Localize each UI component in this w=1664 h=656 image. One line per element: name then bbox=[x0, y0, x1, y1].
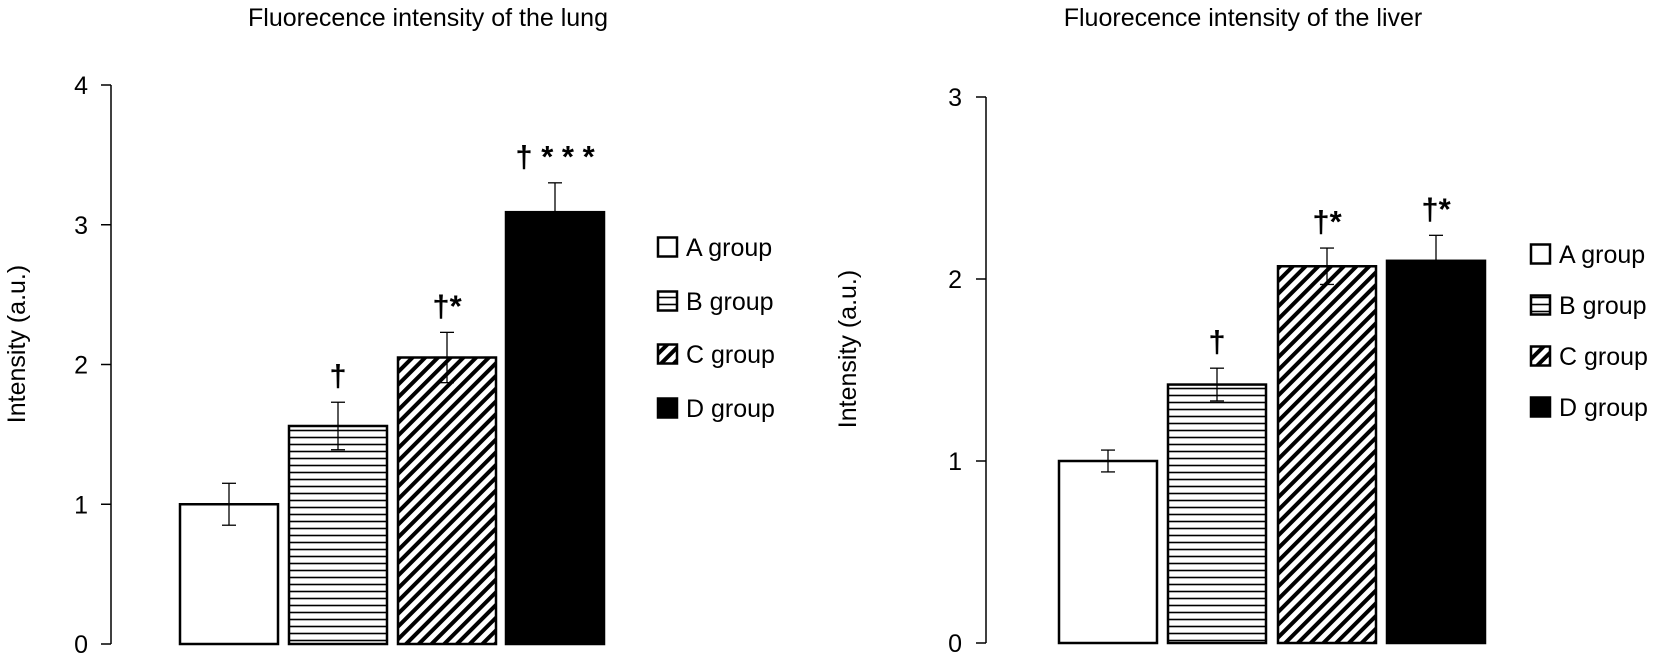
legend-label: C group bbox=[686, 341, 775, 369]
significance-marker: †* bbox=[1312, 204, 1342, 239]
legend-swatch bbox=[656, 343, 679, 365]
legend-swatch bbox=[1529, 294, 1552, 316]
chart-lung: Fluorecence intensity of the lung Intens… bbox=[3, 4, 775, 656]
legend-label: D group bbox=[686, 395, 775, 423]
bar-a-group bbox=[1057, 459, 1159, 645]
significance-marker: †* bbox=[1421, 191, 1451, 226]
chart-title-lung: Fluorecence intensity of the lung bbox=[248, 4, 608, 32]
legend-swatch bbox=[1529, 345, 1552, 367]
legend-liver: A group B group C group D group bbox=[1529, 241, 1648, 422]
y-tick-label: 2 bbox=[74, 352, 88, 380]
error-bar bbox=[1320, 247, 1334, 286]
bar-b-group bbox=[1166, 383, 1268, 645]
y-tick-label: 4 bbox=[74, 72, 88, 100]
error-bar bbox=[548, 182, 562, 243]
y-tick-label: 3 bbox=[74, 212, 88, 240]
legend-label: B group bbox=[1559, 292, 1647, 320]
chart-liver: Fluorecence intensity of the liver Inten… bbox=[834, 4, 1648, 656]
y-tick-label: 2 bbox=[948, 266, 962, 294]
y-tick-label: 1 bbox=[948, 448, 962, 476]
bar-b-group bbox=[287, 424, 389, 646]
error-bar bbox=[1429, 234, 1443, 287]
error-bar bbox=[331, 401, 345, 451]
significance-marker: †* bbox=[432, 288, 462, 323]
bar-a-group bbox=[178, 503, 280, 646]
bar-d-group bbox=[504, 210, 606, 646]
chart-title-liver: Fluorecence intensity of the liver bbox=[1064, 4, 1423, 32]
y-axis-label-lung: Intensity (a.u.) bbox=[3, 265, 31, 423]
bar-c-group bbox=[396, 356, 498, 646]
significance-marker: † bbox=[1208, 324, 1225, 359]
y-tick-label: 1 bbox=[74, 491, 88, 519]
bar-c-group bbox=[1276, 265, 1378, 645]
error-bar bbox=[222, 482, 236, 526]
legend-label: B group bbox=[686, 288, 774, 316]
error-bar bbox=[1101, 449, 1115, 473]
legend-swatch bbox=[656, 397, 679, 419]
legend-swatch bbox=[656, 290, 679, 312]
plot-area-lung: 0 1 2 3 4 † †* † * * * bbox=[74, 72, 606, 656]
legend-swatch bbox=[1529, 396, 1552, 418]
error-bar bbox=[1210, 367, 1224, 402]
y-tick-label: 0 bbox=[948, 630, 962, 656]
legend-swatch bbox=[1529, 243, 1552, 265]
legend-label: D group bbox=[1559, 394, 1648, 422]
legend-lung: A group B group C group D group bbox=[656, 234, 775, 423]
significance-marker: † * * * bbox=[515, 139, 595, 174]
legend-label: C group bbox=[1559, 343, 1648, 371]
y-axis-label-liver: Intensity (a.u.) bbox=[834, 270, 862, 428]
bar-d-group bbox=[1385, 259, 1487, 645]
y-tick-label: 3 bbox=[948, 84, 962, 112]
plot-area-liver: 0 1 2 3 † †* †* bbox=[948, 84, 1487, 656]
legend-label: A group bbox=[1559, 241, 1645, 269]
legend-label: A group bbox=[686, 234, 772, 262]
error-bar bbox=[440, 331, 454, 384]
significance-marker: † bbox=[329, 358, 346, 393]
y-tick-label: 0 bbox=[74, 631, 88, 656]
legend-swatch bbox=[656, 236, 679, 258]
